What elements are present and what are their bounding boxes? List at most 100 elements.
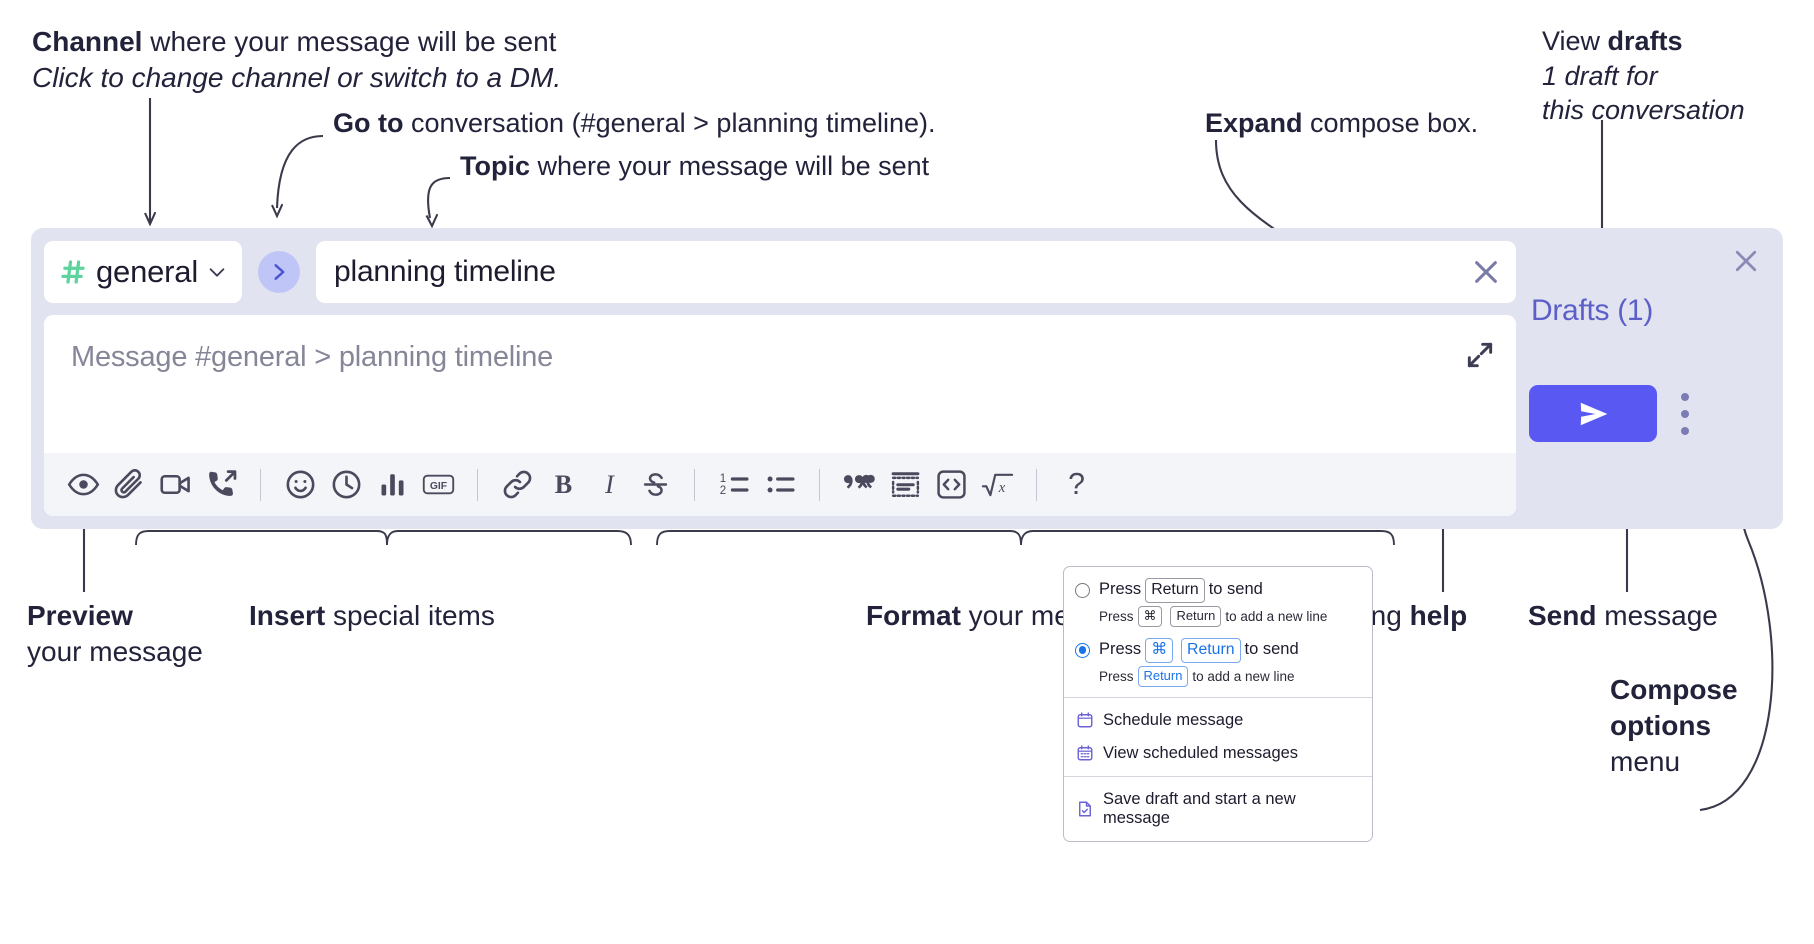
key-return: Return: [1145, 578, 1205, 603]
calendar-list-icon: [1077, 745, 1093, 761]
code-icon[interactable]: [928, 462, 974, 508]
toolbar-separator: [819, 468, 820, 501]
key-command: ⌘: [1145, 637, 1174, 663]
kebab-dot: [1681, 393, 1689, 401]
annotation-goto-rest: conversation (#general > planning timeli…: [403, 108, 936, 138]
toolbar-separator: [694, 468, 695, 501]
message-placeholder: Message #general > planning timeline: [71, 341, 554, 373]
opt1-pre: Press: [1099, 580, 1142, 598]
key-return: Return: [1170, 605, 1222, 627]
menu-item-label: Schedule message: [1103, 710, 1244, 729]
annotation-insert-bold: Insert: [249, 600, 326, 631]
svg-text:B: B: [554, 470, 571, 499]
annotation-compose-options-rest: menu: [1610, 745, 1681, 777]
emoji-icon[interactable]: [277, 462, 323, 508]
annotation-drafts-bold: drafts: [1607, 26, 1683, 56]
expand-compose-icon[interactable]: [1464, 339, 1496, 371]
radio-icon[interactable]: [1075, 582, 1090, 598]
annotation-insert-rest: special items: [325, 600, 495, 631]
calendar-icon: [1077, 712, 1093, 728]
annotation-goto: Go to conversation (#general > planning …: [333, 106, 936, 141]
annotation-preview-bold: Preview: [27, 600, 133, 631]
annotation-topic-rest: where your message will be sent: [530, 151, 930, 181]
huddle-icon[interactable]: [198, 462, 244, 508]
opt2-pre: Press: [1099, 639, 1142, 658]
send-button[interactable]: [1529, 385, 1657, 442]
code-block-icon[interactable]: [882, 462, 928, 508]
annotation-send: Send message: [1528, 598, 1718, 634]
attach-icon[interactable]: [106, 462, 152, 508]
kebab-dot: [1681, 410, 1689, 418]
annotation-compose-options-bold2: options: [1610, 709, 1712, 741]
opt1-sub-pre: Press: [1099, 608, 1134, 624]
toolbar-separator: [1036, 468, 1037, 501]
poll-icon[interactable]: [369, 462, 415, 508]
clear-topic-icon[interactable]: [1470, 256, 1502, 288]
menu-item-view-scheduled-messages[interactable]: View scheduled messages: [1064, 737, 1372, 770]
italic-icon[interactable]: I: [586, 462, 632, 508]
topic-value: planning timeline: [334, 255, 556, 288]
annotation-insert: Insert special items: [249, 598, 495, 634]
bulleted-list-icon[interactable]: [757, 462, 803, 508]
schedule-section: Schedule message View scheduled messages: [1064, 698, 1372, 776]
svg-text:1: 1: [719, 473, 725, 485]
channel-name: general: [96, 254, 199, 289]
annotation-channel: Channel where your message will be sent …: [32, 24, 561, 96]
menu-divider: [1064, 775, 1372, 777]
message-input-area[interactable]: Message #general > planning timeline: [44, 315, 1516, 516]
menu-item-label: Save draft and start a new message: [1103, 789, 1296, 827]
close-icon[interactable]: [1731, 246, 1761, 276]
help-icon[interactable]: ?: [1053, 462, 1099, 508]
clock-icon[interactable]: [323, 462, 369, 508]
menu-item-schedule-message[interactable]: Schedule message: [1064, 704, 1372, 737]
annotation-send-bold: Send: [1528, 600, 1597, 631]
annotation-topic: Topic where your message will be sent: [460, 149, 929, 184]
compose-options-button[interactable]: [1672, 393, 1698, 435]
opt2-post: to send: [1244, 639, 1299, 658]
chevron-down-icon: [206, 261, 228, 283]
compose-actions: Drafts (1): [1517, 228, 1783, 529]
annotation-goto-bold: Go to: [333, 108, 404, 138]
menu-item-save-draft[interactable]: Save draft and start a new message: [1064, 783, 1372, 835]
blockquote-icon[interactable]: [836, 462, 882, 508]
annotation-formatting-help-bold: help: [1409, 600, 1468, 631]
annotation-drafts-lead: View: [1542, 26, 1608, 56]
go-to-conversation-button[interactable]: [258, 251, 300, 293]
annotation-drafts-italic2: this conversation: [1542, 95, 1745, 126]
opt2-sub-post: to add a new line: [1192, 668, 1295, 684]
opt1-post: to send: [1208, 580, 1263, 598]
send-icon: [1580, 402, 1608, 425]
svg-text:GIF: GIF: [429, 481, 446, 492]
strikethrough-icon[interactable]: [632, 462, 678, 508]
annotation-channel-rest: where your message will be sent: [142, 26, 557, 57]
compose-box: general planning timeline Message #gene: [31, 228, 1783, 529]
toolbar-separator: [260, 468, 261, 501]
key-return: Return: [1181, 637, 1241, 663]
svg-text:?: ?: [1068, 468, 1085, 501]
link-icon[interactable]: [494, 462, 540, 508]
topic-input[interactable]: planning timeline: [316, 241, 1516, 303]
radio-icon-selected[interactable]: [1075, 642, 1090, 658]
annotation-expand-rest: compose box.: [1302, 108, 1479, 138]
preview-icon[interactable]: [60, 462, 106, 508]
gif-icon[interactable]: GIF: [415, 462, 461, 508]
annotation-format-bold: Format: [866, 600, 961, 631]
bold-icon[interactable]: B: [540, 462, 586, 508]
ordered-list-icon[interactable]: 1 2: [711, 462, 757, 508]
drafts-link[interactable]: Drafts (1): [1531, 294, 1654, 327]
annotation-send-rest: message: [1596, 600, 1718, 631]
draft-section: Save draft and start a new message: [1064, 777, 1372, 841]
math-icon[interactable]: x: [974, 462, 1020, 508]
chevron-right-icon: [274, 264, 285, 280]
menu-item-label: View scheduled messages: [1103, 743, 1299, 762]
video-icon[interactable]: [152, 462, 198, 508]
opt1-sub-post: to add a new line: [1225, 608, 1328, 624]
formatting-toolbar: GIF B I: [44, 453, 1516, 516]
channel-selector[interactable]: general: [44, 241, 242, 303]
